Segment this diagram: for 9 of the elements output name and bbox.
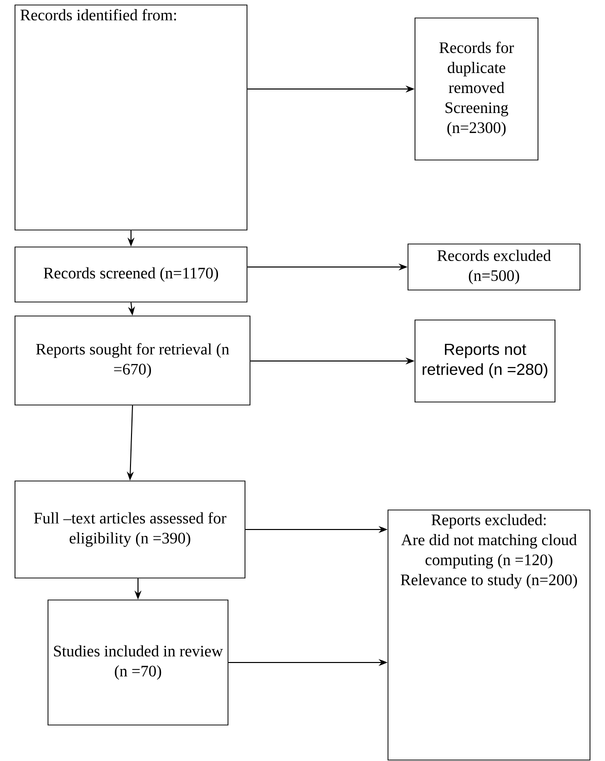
process-box: Records for duplicate removed Screening (n=2300) [414,18,538,160]
process-box: Reports sought for retrieval (n =670) [14,316,250,406]
process-box: Full –text articles assessed for eligibility (n =390) [14,480,246,578]
process-box: Records screened (n=1170) [14,246,248,302]
process-box: Studies included in review (n =70) [48,600,228,726]
process-box: Reports excluded: Are did not matching cloud computing (n =120) Relevance to study (n=200) [388,510,590,760]
process-box: Records identified from: [14,4,248,230]
process-box: Reports not retrieved (n =280) [414,320,556,402]
process-box: Records excluded (n=500) [408,244,580,290]
